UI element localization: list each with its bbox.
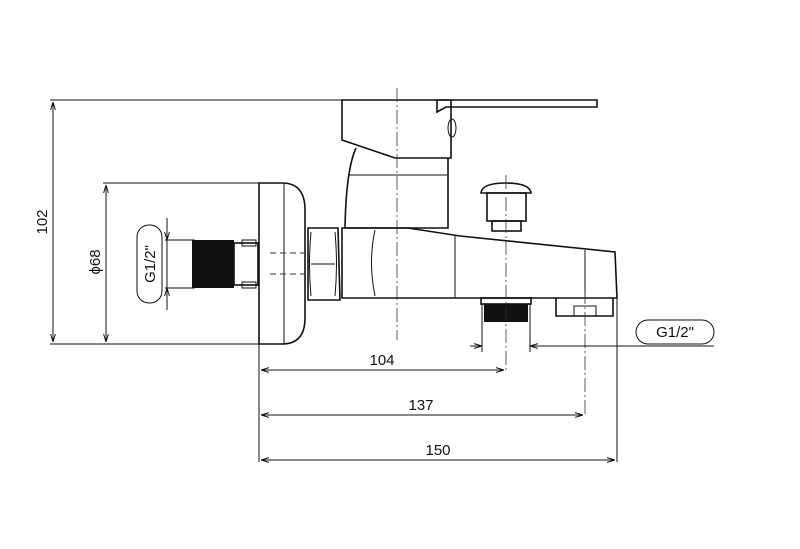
mixer-body: [344, 147, 449, 229]
spout: [341, 227, 618, 299]
bath-outlet: [555, 298, 614, 317]
outlet-thread-callout: G1/2": [470, 304, 715, 352]
hex-nut: [307, 227, 341, 301]
height-label: 102: [34, 209, 51, 234]
dimension-137: 137: [261, 397, 583, 415]
diameter-label: ϕ68: [87, 249, 104, 274]
dimension-104: 104: [261, 352, 504, 370]
inlet-fitting: [192, 239, 259, 289]
plate-diameter-dimension: ϕ68: [87, 182, 262, 342]
mixer-handle: [341, 99, 598, 159]
dimension-137-label: 137: [408, 397, 433, 414]
dimension-150-label: 150: [425, 442, 450, 459]
dimension-150: 150: [261, 298, 618, 462]
wall-plate: [258, 182, 306, 345]
height-dimension: 102: [34, 99, 345, 345]
inlet-thread-label: G1/2": [142, 245, 159, 283]
dimension-104-label: 104: [369, 352, 394, 369]
outlet-thread-label: G1/2": [656, 324, 694, 341]
inlet-thread-callout: G1/2": [136, 218, 195, 310]
